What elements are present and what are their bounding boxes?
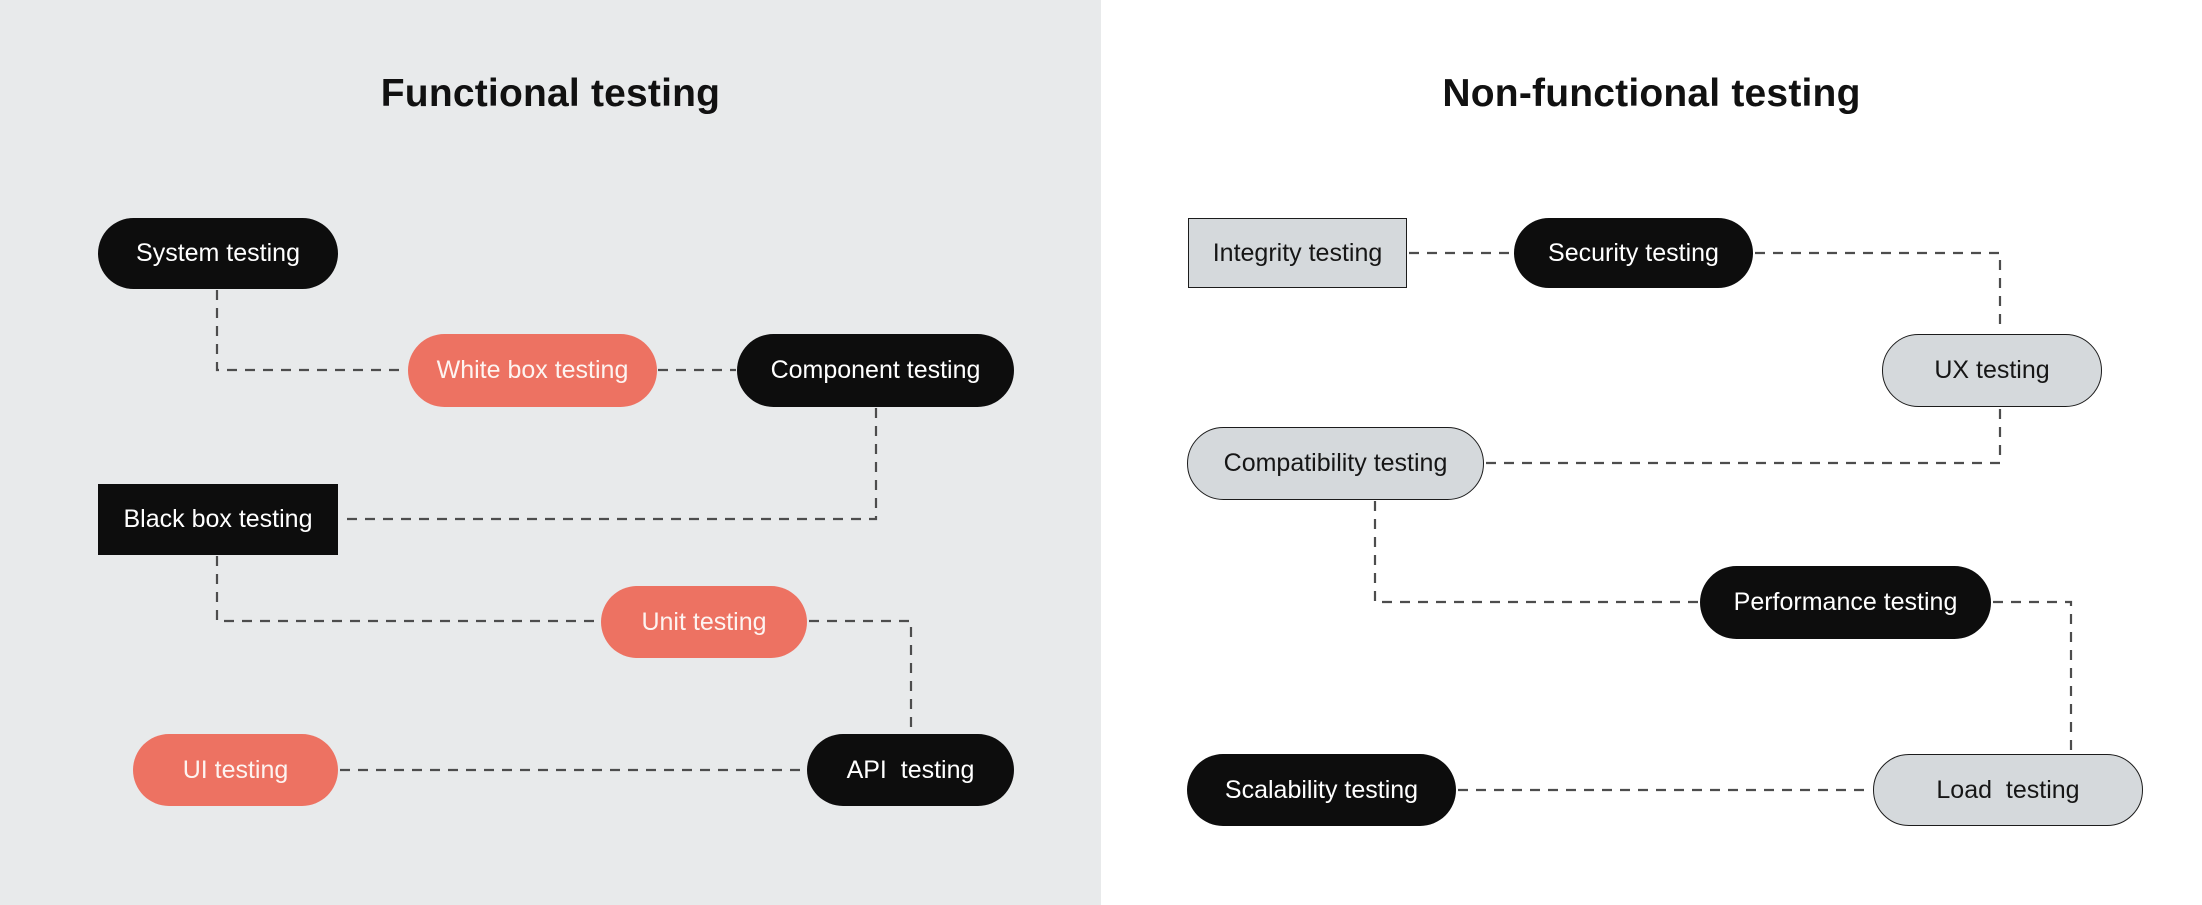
node-scalability-testing-label: Scalability testing xyxy=(1224,775,1419,804)
node-performance-testing: Performance testing xyxy=(1700,566,1991,639)
node-system-testing-label: System testing xyxy=(136,239,300,267)
node-load-testing-label: Load testing xyxy=(1936,775,2080,804)
node-security-testing-label: Security testing xyxy=(1548,238,1719,267)
node-black-box-testing-label: Black box testing xyxy=(123,505,313,533)
node-integrity-testing-label: Integrity testing xyxy=(1212,238,1383,267)
functional-testing-title: Functional testing xyxy=(380,72,721,115)
node-api-testing-label: API testing xyxy=(846,755,975,784)
node-white-box-testing: White box testing xyxy=(408,334,657,407)
node-unit-testing-label: Unit testing xyxy=(641,607,767,636)
node-unit-testing: Unit testing xyxy=(601,586,807,658)
non-functional-testing-title: Non-functional testing xyxy=(1442,72,1861,115)
node-ui-testing-label: UI testing xyxy=(182,755,289,784)
node-system-testing: System testing xyxy=(98,218,338,289)
node-integrity-testing: Integrity testing xyxy=(1188,218,1407,288)
node-ux-testing-label: UX testing xyxy=(1934,356,2050,384)
node-ui-testing: UI testing xyxy=(133,734,338,806)
node-black-box-testing: Black box testing xyxy=(98,484,338,555)
node-compatibility-testing: Compatibility testing xyxy=(1187,427,1484,500)
node-component-testing: Component testing xyxy=(737,334,1014,407)
node-white-box-testing-label: White box testing xyxy=(436,356,629,384)
node-compatibility-testing-label: Compatibility testing xyxy=(1223,449,1448,477)
node-api-testing: API testing xyxy=(807,734,1014,806)
node-component-testing-label: Component testing xyxy=(770,356,981,384)
node-scalability-testing: Scalability testing xyxy=(1187,754,1456,826)
node-load-testing: Load testing xyxy=(1873,754,2143,826)
node-security-testing: Security testing xyxy=(1514,218,1753,288)
node-performance-testing-label: Performance testing xyxy=(1733,588,1958,616)
node-ux-testing: UX testing xyxy=(1882,334,2102,407)
